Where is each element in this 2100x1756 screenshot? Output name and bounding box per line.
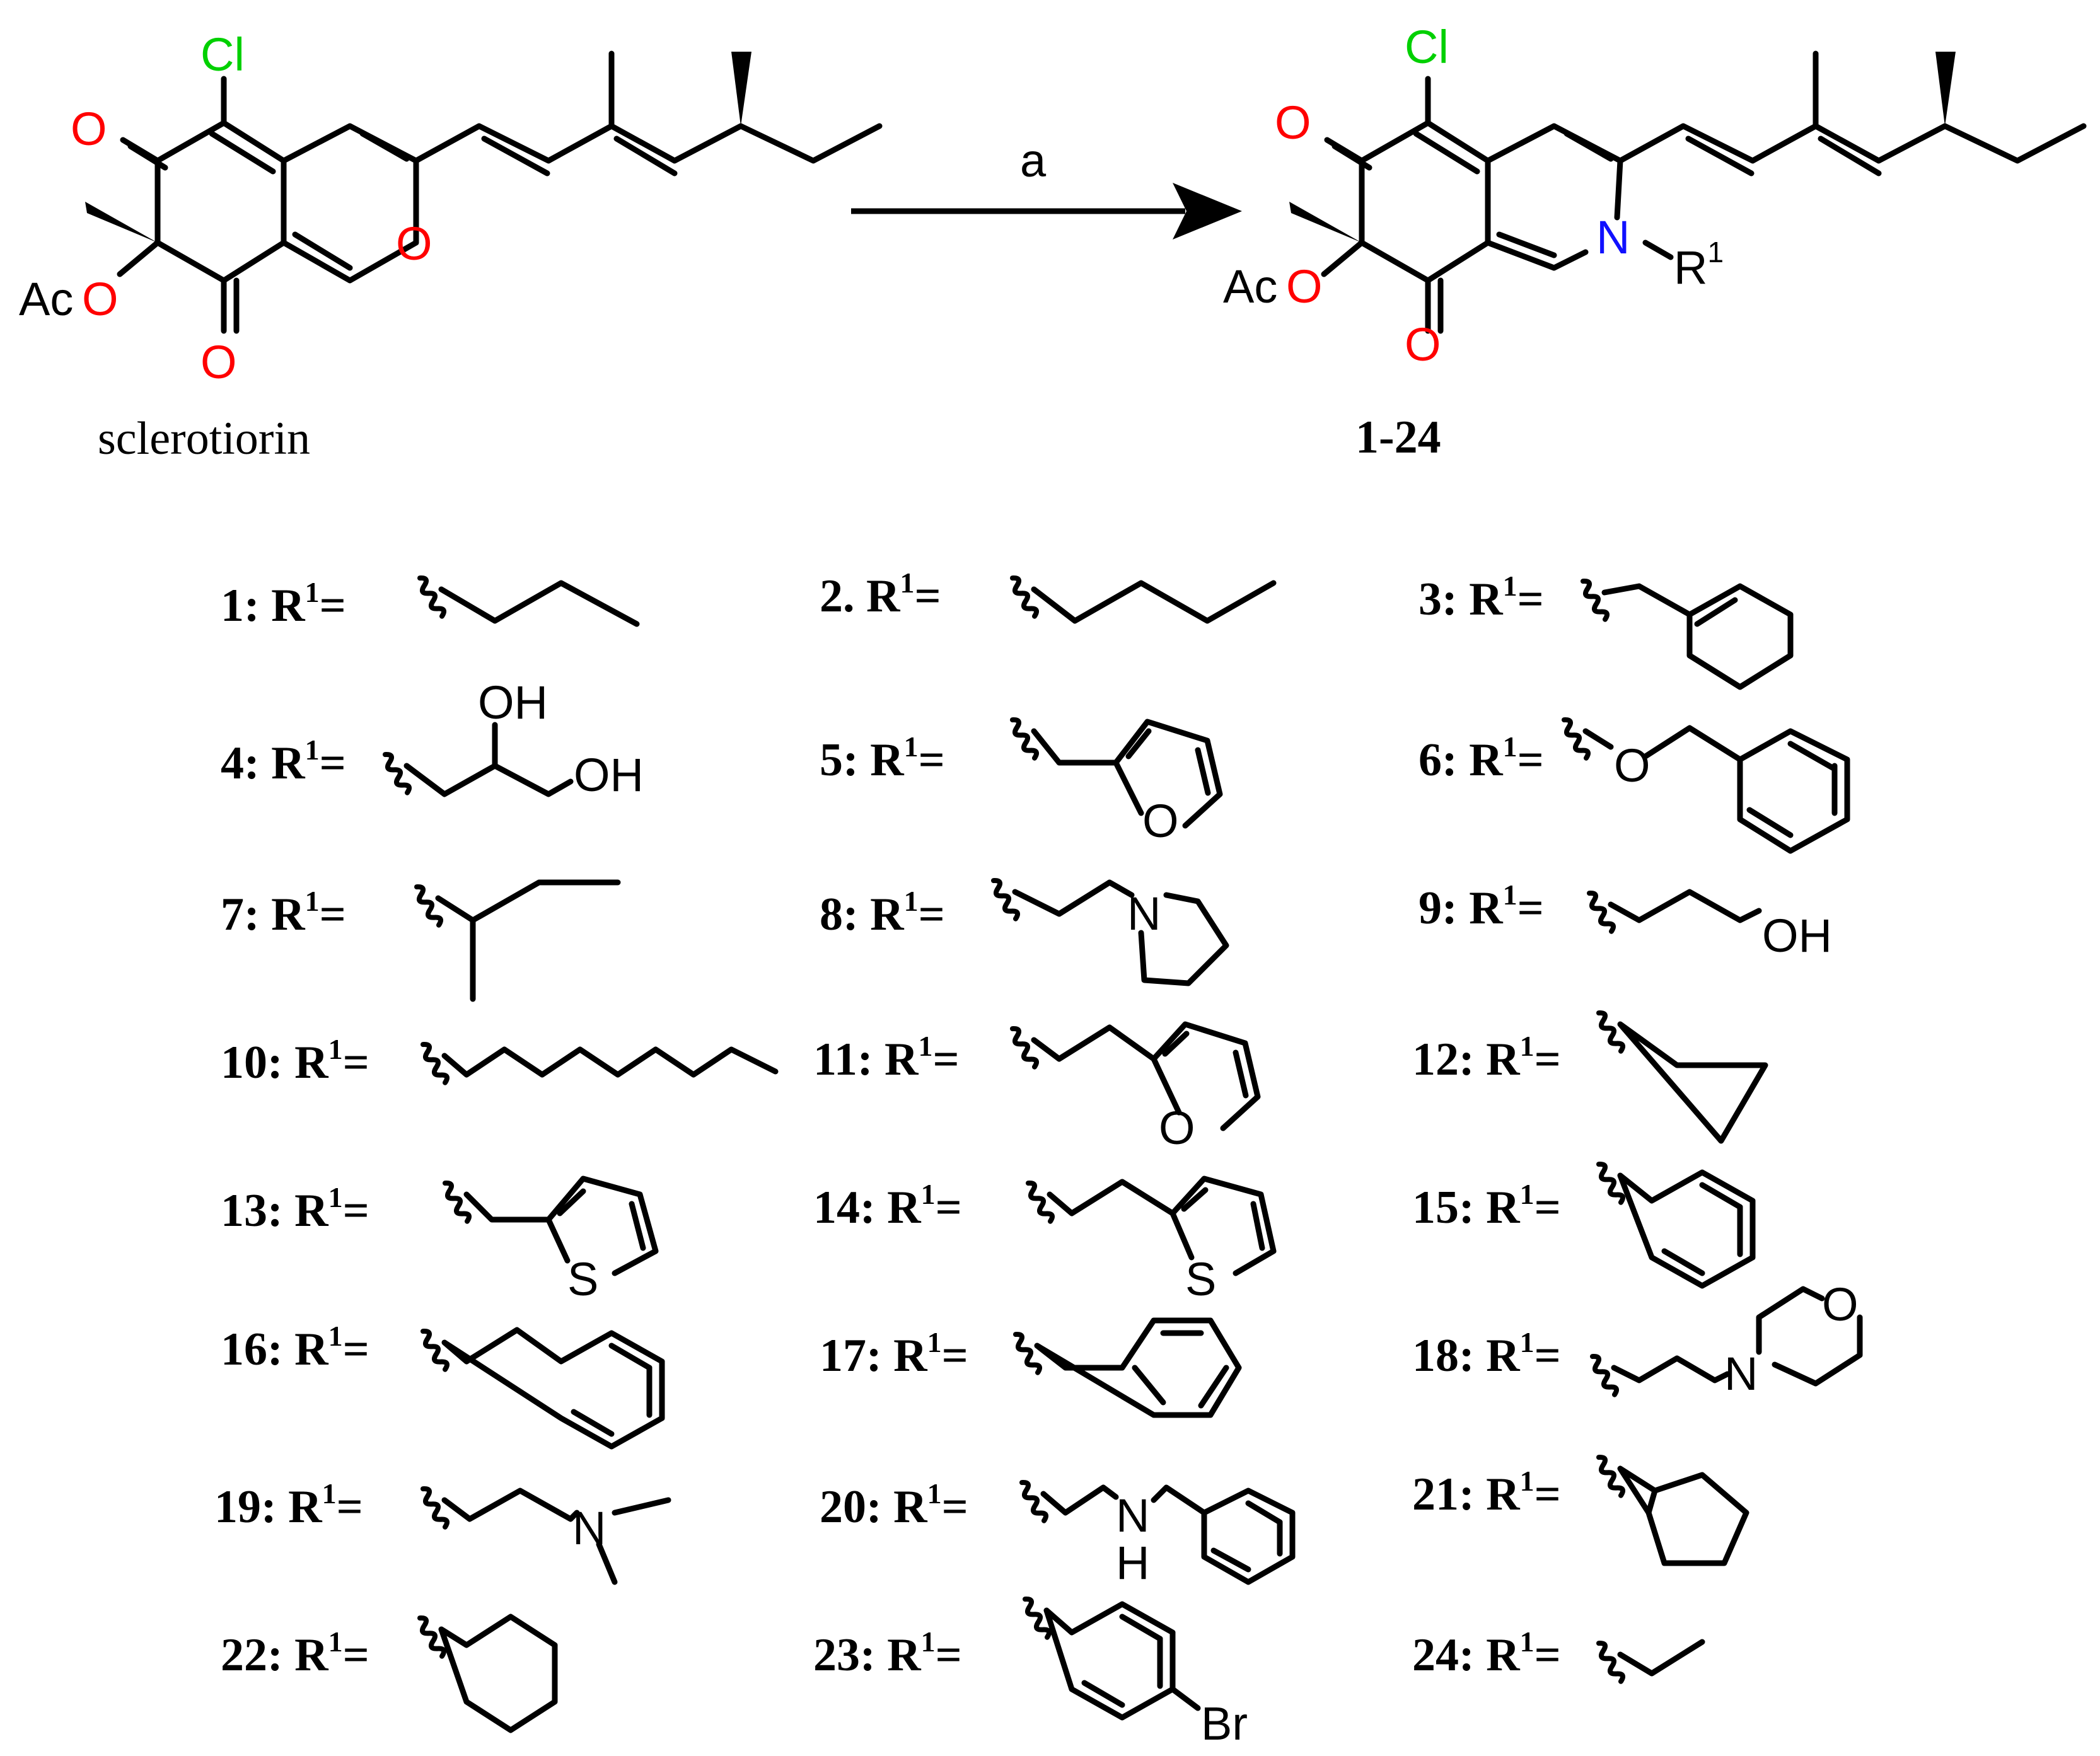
g18-o: O xyxy=(1822,1278,1859,1331)
r2-butyl xyxy=(1009,576,1277,624)
compound-19-label: 19: R1= xyxy=(214,1477,363,1533)
compound-10-label: 10: R1= xyxy=(221,1033,369,1089)
r13-thienylmethyl xyxy=(441,1175,659,1276)
product-name: 1-24 xyxy=(1355,412,1441,463)
compound-24-label: 24: R1= xyxy=(1412,1626,1561,1681)
reaction-arrow xyxy=(851,183,1242,240)
r24-ethyl xyxy=(1595,1641,1705,1684)
compound-21-label: 21: R1= xyxy=(1412,1465,1561,1520)
compound-1-label: 1: R1= xyxy=(221,576,346,632)
cl-atom: Cl xyxy=(200,28,245,81)
compound-7-label: 7: R1= xyxy=(221,885,346,940)
r22-cyclohexyl xyxy=(416,1616,558,1733)
r17-benzyl xyxy=(1012,1317,1242,1418)
g20-h: H xyxy=(1116,1537,1149,1589)
r7-sec-butyl xyxy=(413,879,621,1002)
product-bottom-oxygen: O xyxy=(1405,318,1441,371)
compound-12-label: 12: R1= xyxy=(1412,1030,1561,1085)
ester-oxygen-atom: O xyxy=(82,273,119,325)
g8-n: N xyxy=(1127,887,1161,940)
r-group-label: R1 xyxy=(1674,236,1724,294)
compound-18-label: 18: R1= xyxy=(1412,1326,1561,1382)
r19-dimethylaminoethyl xyxy=(419,1487,671,1585)
product-ester-oxygen: O xyxy=(1286,260,1323,313)
g4-oh2: OH xyxy=(574,749,644,801)
compound-17-label: 17: R1= xyxy=(820,1326,968,1382)
compound-16-label: 16: R1= xyxy=(221,1320,369,1375)
product-ketone-oxygen: O xyxy=(1275,96,1311,149)
g13-s: S xyxy=(567,1253,598,1305)
compound-6-label: 6: R1= xyxy=(1418,731,1544,786)
acetyl-label: Ac xyxy=(19,273,73,325)
g19-n: N xyxy=(572,1502,606,1554)
r20-benzylaminoethyl xyxy=(1018,1481,1296,1585)
compound-5-label: 5: R1= xyxy=(820,731,945,786)
g9-oh: OH xyxy=(1762,910,1832,962)
g6-o: O xyxy=(1614,739,1650,792)
g14-s: S xyxy=(1185,1253,1216,1305)
product-acetyl-label: Ac xyxy=(1223,260,1277,313)
r21-cyclopentyl xyxy=(1595,1455,1749,1566)
compound-8-label: 8: R1= xyxy=(820,885,945,940)
r1-propyl xyxy=(416,576,640,627)
r12-cyclopropyl xyxy=(1595,1011,1768,1144)
r9-hydroxyethyl xyxy=(1586,891,1762,934)
r4-dihydroxypropyl xyxy=(381,722,574,795)
r8-pyrrolidinylethyl xyxy=(990,879,1229,986)
g18-n: N xyxy=(1724,1348,1758,1400)
compound-11-label: 11: R1= xyxy=(813,1030,960,1085)
r15-phenyl xyxy=(1595,1162,1756,1289)
r5-furfuryl xyxy=(1009,718,1223,829)
sclerotiorin-structure xyxy=(85,50,883,334)
ketone-oxygen-atom: O xyxy=(71,103,107,155)
compound-13-label: 13: R1= xyxy=(221,1181,369,1237)
r10-heptyl xyxy=(419,1043,779,1085)
r23-bromophenyl xyxy=(1021,1597,1201,1721)
product-structure xyxy=(1289,50,2087,334)
product-nitrogen-atom: N xyxy=(1596,211,1630,263)
product-cl-atom: Cl xyxy=(1405,21,1449,73)
r6-benzyloxy xyxy=(1560,718,1850,854)
r16-phenethyl xyxy=(419,1329,665,1450)
r14-thienylethyl xyxy=(1024,1175,1277,1276)
g11-o: O xyxy=(1159,1102,1195,1154)
bottom-oxygen-atom: O xyxy=(200,336,237,388)
g20-n: N xyxy=(1116,1489,1149,1542)
g5-o: O xyxy=(1142,795,1179,847)
reagent-label: a xyxy=(1020,134,1047,187)
compound-15-label: 15: R1= xyxy=(1412,1178,1561,1233)
g23-br: Br xyxy=(1201,1697,1248,1750)
r18-morpholinylpropyl xyxy=(1589,1286,1863,1397)
compound-22-label: 22: R1= xyxy=(221,1626,369,1681)
ring-oxygen-atom: O xyxy=(396,217,432,270)
r3-cyclohexenylethyl xyxy=(1579,579,1794,690)
compound-2-label: 2. R1= xyxy=(820,567,941,622)
compound-14-label: 14: R1= xyxy=(813,1178,962,1233)
reactant-name: sclerotiorin xyxy=(98,413,310,465)
g4-oh1: OH xyxy=(478,676,548,729)
compound-20-label: 20: R1= xyxy=(820,1477,968,1533)
compound-3-label: 3: R1= xyxy=(1418,570,1544,625)
compound-23-label: 23: R1= xyxy=(813,1626,962,1681)
compound-9-label: 9: R1= xyxy=(1418,879,1544,934)
r11-furylethyl xyxy=(1009,1021,1261,1131)
compound-4-label: 4: R1= xyxy=(221,734,346,789)
